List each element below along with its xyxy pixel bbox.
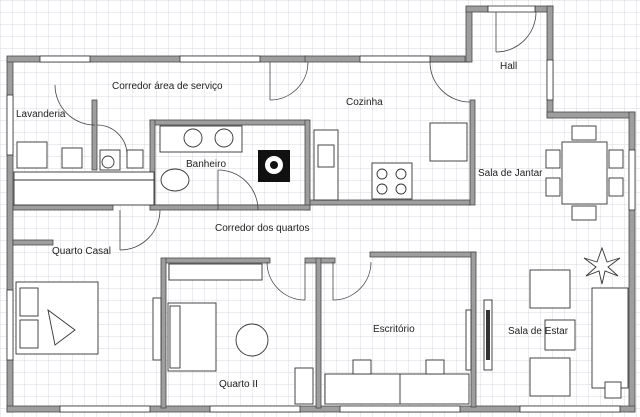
door-bath-arc [217, 169, 259, 211]
wall-right-step [546, 111, 636, 119]
door-laundry-arc [54, 84, 96, 126]
label-bedroom-two: Quarto II [219, 379, 258, 390]
door-bed2-arc [266, 261, 306, 301]
label-dining: Sala de Jantar [478, 168, 543, 179]
master-wardrobe [152, 297, 162, 361]
window-dining-right [546, 59, 554, 101]
office-chair-2 [425, 359, 445, 375]
washing-machine [16, 141, 48, 169]
chair-left-2 [545, 177, 561, 197]
wall-bath-right [304, 119, 311, 211]
wall-office-top [369, 251, 477, 258]
armchair-1 [529, 269, 571, 309]
walls [6, 5, 636, 413]
window-living-right [628, 149, 636, 211]
plant-icon [583, 246, 621, 285]
sofa [591, 287, 629, 389]
wall-kitchen-bottom [309, 199, 471, 206]
window-top-2 [179, 55, 261, 63]
chair-right-1 [608, 149, 624, 169]
wall-master-top [12, 239, 54, 246]
tank [61, 147, 83, 169]
wall-laundry-bottom [12, 204, 114, 211]
bed-pillow-2 [19, 319, 39, 349]
stove [371, 162, 413, 200]
windows [6, 5, 636, 413]
armchair-2 [529, 357, 571, 397]
wall-bath-top [149, 119, 309, 126]
door-service-arc [429, 61, 471, 103]
doors [54, 11, 537, 301]
window-bottom-2 [209, 405, 301, 413]
bath-toilet [160, 168, 190, 192]
label-bathroom: Banheiro [186, 159, 226, 170]
side-plant [604, 381, 622, 399]
wall-bed2-top [164, 257, 271, 264]
window-bottom-3 [339, 405, 461, 413]
label-office: Escritório [373, 324, 415, 335]
bed-pillow-1 [19, 287, 39, 317]
chair-left-1 [545, 149, 561, 169]
door-kitchen-arc [269, 61, 309, 101]
wall-bed2-left [160, 257, 167, 409]
laundry-counter [13, 171, 155, 206]
office-desk [324, 373, 470, 405]
wall-office-right [470, 251, 477, 408]
window-hall-top [487, 5, 536, 13]
label-bedroom-corridor: Corredor dos quartos [215, 223, 310, 234]
bath-sink-1 [183, 128, 203, 148]
coffee-table [544, 319, 576, 351]
wall-bath-bottom [149, 204, 311, 211]
wall-hall-left [465, 7, 473, 63]
wall-bed2-right [315, 257, 322, 409]
fridge [429, 122, 468, 162]
door-office-arc [332, 261, 372, 301]
window-left-2 [6, 289, 14, 361]
kitchen-sink [317, 144, 335, 168]
office-shelf [465, 309, 472, 371]
door-master-arc [119, 209, 161, 251]
label-kitchen: Cozinha [346, 97, 383, 108]
window-bottom-4 [519, 405, 621, 413]
door-hall-arc [495, 11, 537, 53]
dining-table [561, 141, 608, 205]
sink-laundry [126, 149, 144, 169]
window-top-1 [39, 55, 91, 63]
toilet-laundry [101, 155, 115, 169]
office-chair-1 [352, 359, 372, 375]
bed2-desk [294, 367, 314, 405]
tv [486, 310, 490, 360]
label-service-corridor: Corredor área de serviço [112, 81, 223, 92]
bed2-wardrobe [168, 263, 263, 281]
window-top-3 [359, 55, 431, 63]
label-hall: Hall [500, 61, 517, 72]
bed2-pillow [169, 305, 181, 369]
wall-laundry-right [91, 99, 98, 171]
bath-sink-2 [214, 128, 234, 148]
chair-right-2 [608, 177, 624, 197]
window-left-1 [6, 94, 14, 156]
label-master-bedroom: Quarto Casal [52, 246, 111, 257]
furniture [13, 122, 629, 405]
label-living: Sala de Estar [508, 326, 569, 337]
round-rug [235, 323, 269, 357]
label-laundry: Lavanderia [16, 109, 66, 120]
chair-top [571, 125, 597, 141]
room-labels: Hall Corredor área de serviço Lavanderia… [16, 61, 569, 390]
window-bottom-1 [59, 405, 151, 413]
chair-bottom [571, 205, 597, 221]
wall-hall-top [465, 5, 489, 13]
wall-kitchen-right [469, 99, 476, 206]
door-inner-arc [96, 124, 128, 156]
